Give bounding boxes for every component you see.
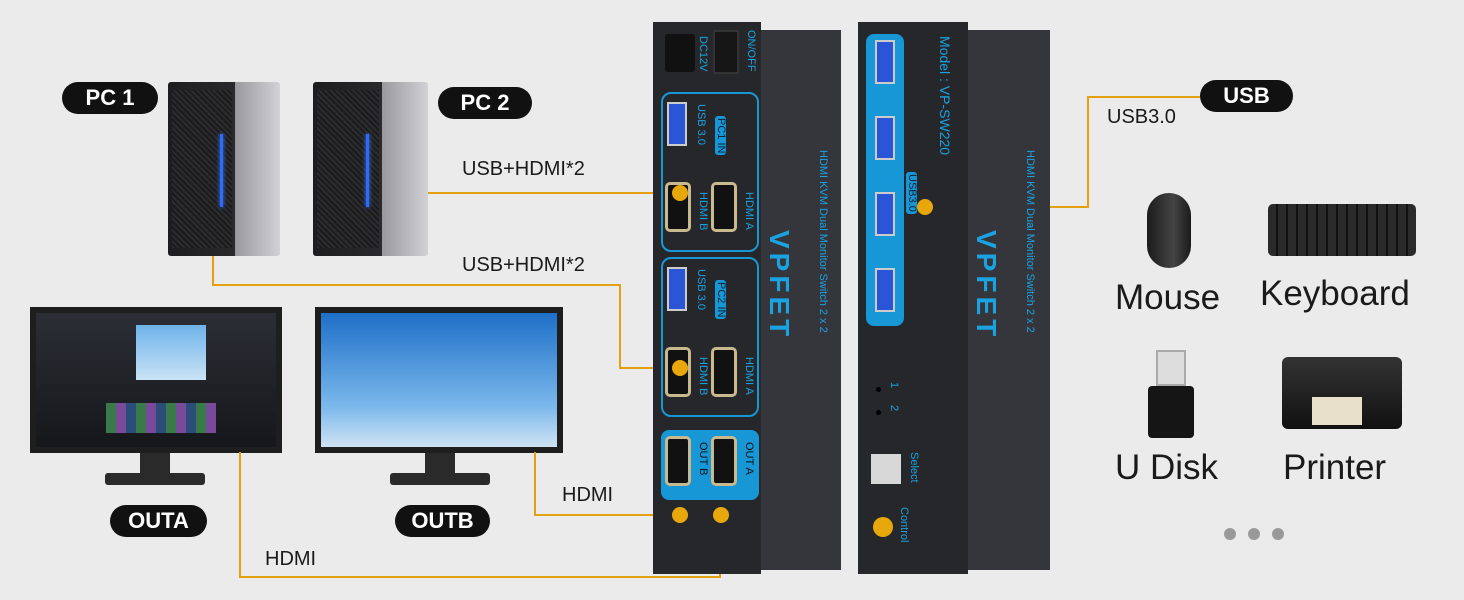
usb-hdmi-label-1: USB+HDMI*2: [462, 158, 585, 180]
pc2-usb-port: [667, 267, 687, 311]
usb-port-1: [875, 40, 895, 84]
pc2-hdmi-a-label: HDMI A: [743, 357, 755, 395]
control-label: Control: [898, 507, 910, 543]
kvm-rear-panel: DC12V ON/OFF USB 3.0 PC1 IN HDMI B HDMI …: [653, 22, 761, 574]
control-port: [873, 517, 893, 537]
wire-pc2: [428, 192, 680, 194]
pc1-hdmi-a: [711, 182, 737, 232]
pc2-hdmi-a: [711, 347, 737, 397]
dc-jack: [665, 34, 695, 72]
hdmi-label-outb: HDMI: [562, 484, 614, 506]
model-label: Model : VP-SW220: [937, 36, 953, 156]
pc1-tower: [168, 82, 280, 256]
usb-hdmi-label-2: USB+HDMI*2: [462, 254, 585, 276]
outb-label: OUTB: [395, 505, 490, 537]
out-b-label: OUT B: [697, 442, 709, 476]
peripheral-keyboard: Keyboard: [1260, 274, 1410, 313]
kvm-front-side: VPFET HDMI KVM Dual Monitor Switch 2 x 2: [968, 30, 1050, 570]
led-1-label: 1: [888, 382, 900, 389]
power-switch-label: ON/OFF: [745, 30, 757, 72]
kvm-rear-side: VPFET HDMI KVM Dual Monitor Switch 2 x 2: [761, 30, 841, 570]
usb-pill: USB: [1200, 80, 1293, 112]
dc-label: DC12V: [697, 36, 709, 72]
usb-port-4: [875, 268, 895, 312]
led-2-label: 2: [888, 405, 900, 412]
keyboard-icon: [1268, 204, 1416, 256]
pc2-hdmi-b-label: HDMI B: [697, 357, 709, 396]
usb-drive-icon: [1148, 350, 1194, 438]
wire-outb: [534, 514, 680, 516]
select-label: Select: [908, 452, 920, 483]
pc1-hdmi-b-label: HDMI B: [697, 192, 709, 231]
usb-port-3: [875, 192, 895, 236]
front-side-text: HDMI KVM Dual Monitor Switch 2 x 2: [1024, 150, 1036, 333]
wire-outa: [239, 576, 721, 578]
more-dots: [1224, 528, 1284, 540]
peripheral-udisk: U Disk: [1115, 448, 1219, 487]
rear-side-text: HDMI KVM Dual Monitor Switch 2 x 2: [817, 150, 829, 333]
monitor-outa: [30, 307, 282, 453]
mouse-icon: [1147, 193, 1191, 268]
usb30-badge: USB3.0: [906, 172, 918, 214]
usb30-label: USB3.0: [1107, 106, 1176, 128]
pc1-usb-label: USB 3.0: [695, 104, 707, 145]
pc1-hdmi-a-label: HDMI A: [743, 192, 755, 230]
pc2-usb-label: USB 3.0: [695, 269, 707, 310]
brand-logo: VPFET: [971, 230, 1002, 341]
pc1-label: PC 1: [62, 82, 158, 114]
printer-icon: [1282, 357, 1402, 429]
monitor-outb: [315, 307, 563, 453]
hdmi-label-outa: HDMI: [265, 548, 317, 570]
select-button[interactable]: [871, 454, 901, 484]
power-switch[interactable]: [713, 30, 739, 74]
usb-port-2: [875, 116, 895, 160]
outa-label: OUTA: [110, 505, 207, 537]
out-a-label: OUT A: [743, 442, 755, 475]
pc1-in-badge: PC1 IN: [715, 116, 727, 156]
wire-pc1: [212, 284, 621, 286]
pc1-usb-port: [667, 102, 687, 146]
kvm-front-panel: USB3.0 Model : VP-SW220 1 2 Select Contr…: [858, 22, 968, 574]
out-a-port: [711, 436, 737, 486]
peripheral-printer: Printer: [1283, 448, 1387, 487]
out-b-port: [665, 436, 691, 486]
pc2-tower: [313, 82, 428, 256]
pc2-label: PC 2: [438, 87, 532, 119]
pc2-in-badge: PC2 IN: [715, 280, 727, 320]
brand-logo: VPFET: [764, 230, 795, 341]
peripheral-mouse: Mouse: [1115, 278, 1221, 317]
